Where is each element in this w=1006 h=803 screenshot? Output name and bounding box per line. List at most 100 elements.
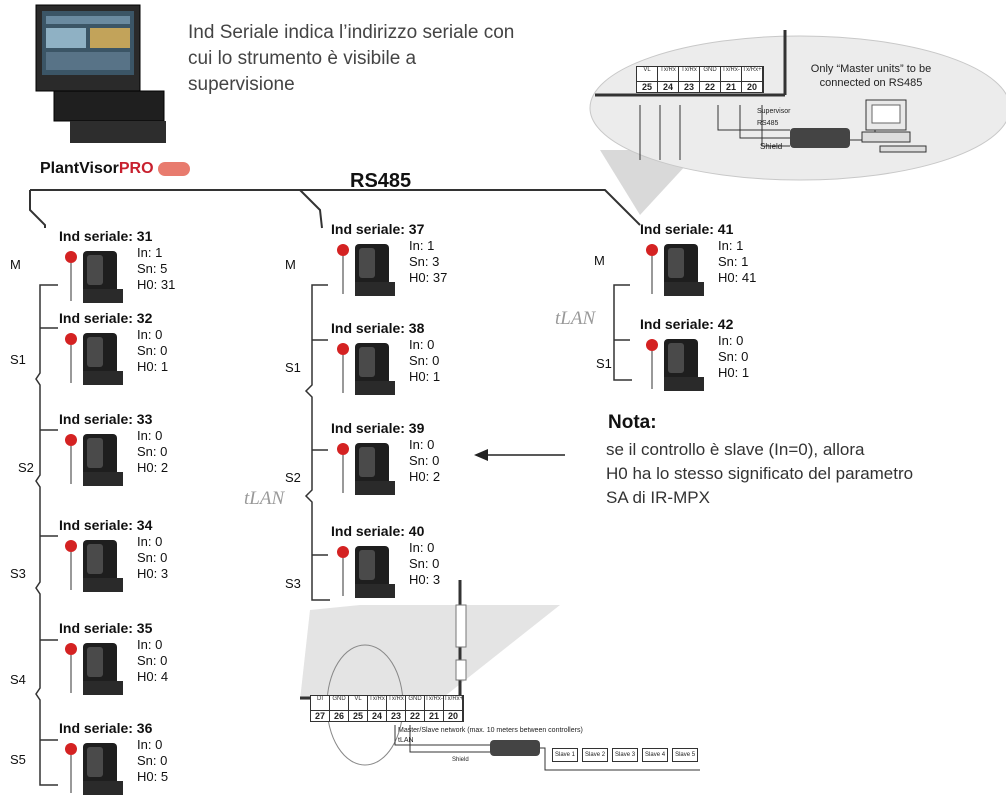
- terminal-number: 23: [390, 711, 401, 721]
- slave-box: Slave 3: [612, 748, 639, 762]
- terminal: Tx/Rx 23: [679, 67, 700, 92]
- terminal-head: GND: [330, 696, 348, 711]
- slave-box: Slave 1: [552, 748, 579, 762]
- param-sn: Sn: 0: [409, 453, 440, 468]
- param-sn: Sn: 0: [718, 349, 749, 364]
- controller-params: In: 1 Sn: 1 H0: 41: [718, 238, 756, 286]
- terminal-head: Tx/Rx: [368, 696, 386, 711]
- param-h0: H0: 41: [718, 270, 757, 285]
- controller-role: S3: [10, 566, 26, 581]
- param-in: In: 0: [137, 327, 163, 342]
- terminal: GND 22: [700, 67, 721, 92]
- param-in: In: 0: [137, 428, 163, 443]
- param-sn: Sn: 0: [137, 550, 168, 565]
- controller-role: S5: [10, 752, 26, 767]
- param-in: In: 0: [409, 437, 435, 452]
- serial-address: Ind seriale: 31: [59, 228, 153, 244]
- bus-label: RS485: [350, 170, 412, 192]
- controller-device-icon: [642, 333, 712, 395]
- param-h0: H0: 37: [409, 270, 448, 285]
- bottom-terminal-block: DI 27 GND 26 VL 25 Tx/Rx 24 Tx/Rx 23 GND…: [310, 695, 464, 722]
- param-sn: Sn: 1: [718, 254, 749, 269]
- param-h0: H0: 1: [718, 365, 750, 380]
- note-line: SA di IR-MPX: [606, 488, 710, 507]
- controller-device-icon: [61, 327, 131, 389]
- controller-device-icon: [61, 737, 131, 799]
- shield-label-top: Shield: [760, 142, 783, 151]
- network-text: Master/Slave network (max. 10 meters bet…: [398, 727, 583, 734]
- computer-icon: [861, 99, 927, 153]
- param-sn: Sn: 5: [137, 261, 168, 276]
- controller-role: S2: [18, 460, 34, 475]
- controller-device-icon: [61, 534, 131, 596]
- controller-device-icon: [333, 540, 403, 602]
- bottom-detail-wedge: [300, 605, 560, 700]
- controller-params: In: 0 Sn: 0 H0: 1: [409, 337, 440, 385]
- serial-address: Ind seriale: 39: [331, 420, 425, 436]
- controller-params: In: 1 Sn: 5 H0: 31: [137, 245, 175, 293]
- param-in: In: 0: [409, 540, 435, 555]
- controller-device-icon: [642, 238, 712, 300]
- serial-address: Ind seriale: 41: [640, 221, 734, 237]
- param-sn: Sn: 0: [137, 343, 168, 358]
- param-in: In: 0: [718, 333, 744, 348]
- logo-badge-icon: [157, 161, 190, 176]
- terminal-head: Tx/Rx: [679, 67, 699, 82]
- param-h0: H0: 2: [409, 469, 441, 484]
- terminal: GND 26: [330, 696, 349, 721]
- param-sn: Sn: 0: [137, 444, 168, 459]
- serial-address: Ind seriale: 34: [59, 517, 153, 533]
- terminal-number: 25: [352, 711, 363, 721]
- param-in: In: 1: [137, 245, 163, 260]
- controller-params: In: 0 Sn: 0 H0: 3: [409, 540, 440, 588]
- terminal: Tx/Rx 23: [387, 696, 406, 721]
- rs485-small-label: RS485: [757, 120, 779, 127]
- param-h0: H0: 31: [137, 277, 176, 292]
- terminal: Tx/Rx+ 20: [444, 696, 463, 721]
- terminal: Tx/Rx- 21: [425, 696, 444, 721]
- terminal-number: 21: [428, 711, 439, 721]
- param-h0: H0: 3: [137, 566, 169, 581]
- terminal-head: GND: [406, 696, 424, 711]
- param-in: In: 0: [137, 737, 163, 752]
- controller-params: In: 0 Sn: 0 H0: 5: [137, 737, 168, 785]
- terminal: VL 25: [637, 67, 658, 92]
- terminal-number: 20: [746, 82, 757, 92]
- terminal-head: Tx/Rx+: [444, 696, 463, 711]
- note-text: se il controllo è slave (In=0), allora H…: [606, 438, 1006, 510]
- controller-role: S3: [285, 576, 301, 591]
- tlan-label-middle: tLAN: [244, 488, 285, 509]
- tlan-label-right: tLAN: [555, 308, 596, 329]
- controller-params: In: 0 Sn: 0 H0: 1: [137, 327, 168, 375]
- terminal-number: 22: [409, 711, 420, 721]
- param-in: In: 1: [409, 238, 435, 253]
- controller-params: In: 1 Sn: 3 H0: 37: [409, 238, 447, 286]
- slave-box: Slave 4: [642, 748, 669, 762]
- param-sn: Sn: 0: [409, 556, 440, 571]
- param-h0: H0: 1: [409, 369, 441, 384]
- param-h0: H0: 1: [137, 359, 169, 374]
- slave-box: Slave 2: [582, 748, 609, 762]
- controller-device-icon: [333, 437, 403, 499]
- controller-role: S1: [285, 360, 301, 375]
- controller-device-icon: [61, 428, 131, 490]
- terminal: Tx/Rx 24: [368, 696, 387, 721]
- serial-address: Ind seriale: 40: [331, 523, 425, 539]
- controller-role: S1: [596, 356, 612, 371]
- serial-address: Ind seriale: 38: [331, 320, 425, 336]
- param-h0: H0: 2: [137, 460, 169, 475]
- supervisor-label: Supervisor: [757, 108, 791, 115]
- serial-address: Ind seriale: 33: [59, 411, 153, 427]
- param-h0: H0: 4: [137, 669, 169, 684]
- serial-address: Ind seriale: 32: [59, 310, 153, 326]
- terminal-number: 24: [662, 82, 673, 92]
- serial-address: Ind seriale: 37: [331, 221, 425, 237]
- controller-role: S1: [10, 352, 26, 367]
- controller-params: In: 0 Sn: 0 H0: 3: [137, 534, 168, 582]
- terminal: Tx/Rx 24: [658, 67, 679, 92]
- param-in: In: 0: [409, 337, 435, 352]
- controller-params: In: 0 Sn: 0 H0: 1: [718, 333, 749, 381]
- terminal-head: Tx/Rx+: [742, 67, 762, 82]
